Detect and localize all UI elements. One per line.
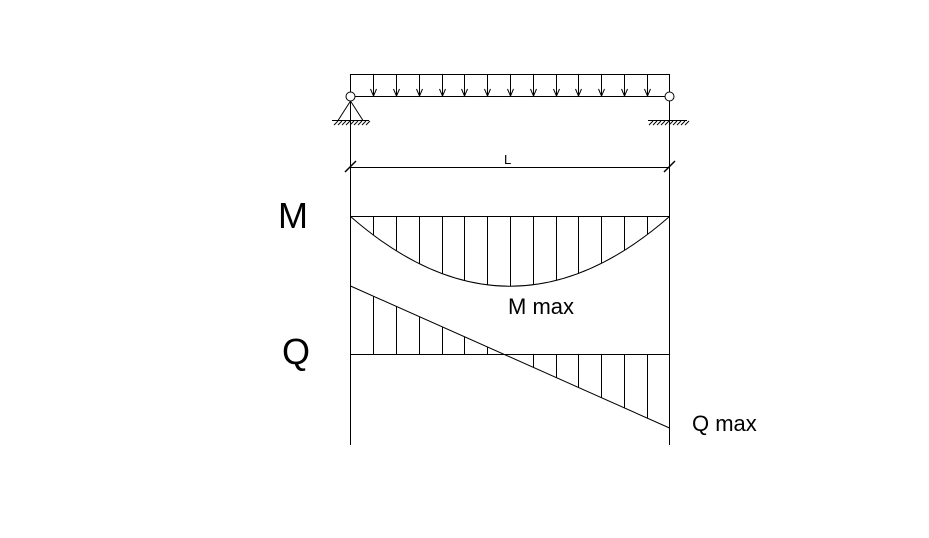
right-roller-support bbox=[664, 91, 675, 102]
hatch-stroke bbox=[357, 120, 363, 126]
hatch-stroke bbox=[664, 120, 670, 126]
hatch-stroke bbox=[337, 120, 343, 126]
hatch-stroke bbox=[676, 120, 682, 126]
arrow-head bbox=[393, 88, 400, 98]
hatch-stroke bbox=[672, 120, 678, 126]
right-ground-hatch bbox=[648, 120, 690, 126]
arrow-head bbox=[461, 88, 468, 98]
left-support-triangle bbox=[337, 100, 364, 121]
arrow-head bbox=[370, 88, 377, 98]
moment-label: M bbox=[278, 195, 308, 236]
hatch-stroke bbox=[361, 120, 367, 126]
span-label: L bbox=[504, 152, 511, 167]
arrow-head bbox=[439, 88, 446, 98]
hatch-stroke bbox=[341, 120, 347, 126]
arrow-head bbox=[507, 88, 514, 98]
hatch-stroke bbox=[345, 120, 351, 126]
hatch-stroke bbox=[656, 120, 662, 126]
hatch-stroke bbox=[365, 120, 371, 126]
shear-label: Q bbox=[282, 331, 310, 372]
left-ground-hatch bbox=[333, 120, 371, 126]
moment-hatching bbox=[373, 216, 648, 287]
arrow-head bbox=[621, 88, 628, 98]
left-pin-support bbox=[345, 91, 356, 102]
moment-parabola bbox=[350, 216, 670, 287]
hatch-stroke bbox=[652, 120, 658, 126]
distributed-load-frame bbox=[350, 74, 670, 97]
moment-max-label: M max bbox=[508, 294, 574, 319]
dimension-tick-right bbox=[663, 160, 676, 173]
shear-line bbox=[350, 285, 670, 429]
arrow-head bbox=[416, 88, 423, 98]
dimension-tick-left bbox=[344, 160, 357, 173]
shear-max-label: Q max bbox=[692, 411, 757, 436]
arrow-head bbox=[575, 88, 582, 98]
hatch-stroke bbox=[684, 120, 690, 126]
hatch-stroke bbox=[353, 120, 359, 126]
arrow-head bbox=[530, 88, 537, 98]
hatch-stroke bbox=[333, 120, 339, 126]
hatch-stroke bbox=[648, 120, 654, 126]
arrow-head bbox=[644, 88, 651, 98]
hatch-stroke bbox=[680, 120, 686, 126]
load-arrows bbox=[370, 75, 651, 98]
arrow-head bbox=[484, 88, 491, 98]
arrow-head bbox=[598, 88, 605, 98]
hatch-stroke bbox=[660, 120, 666, 126]
arrow-head bbox=[553, 88, 560, 98]
shear-hatching bbox=[373, 296, 648, 419]
